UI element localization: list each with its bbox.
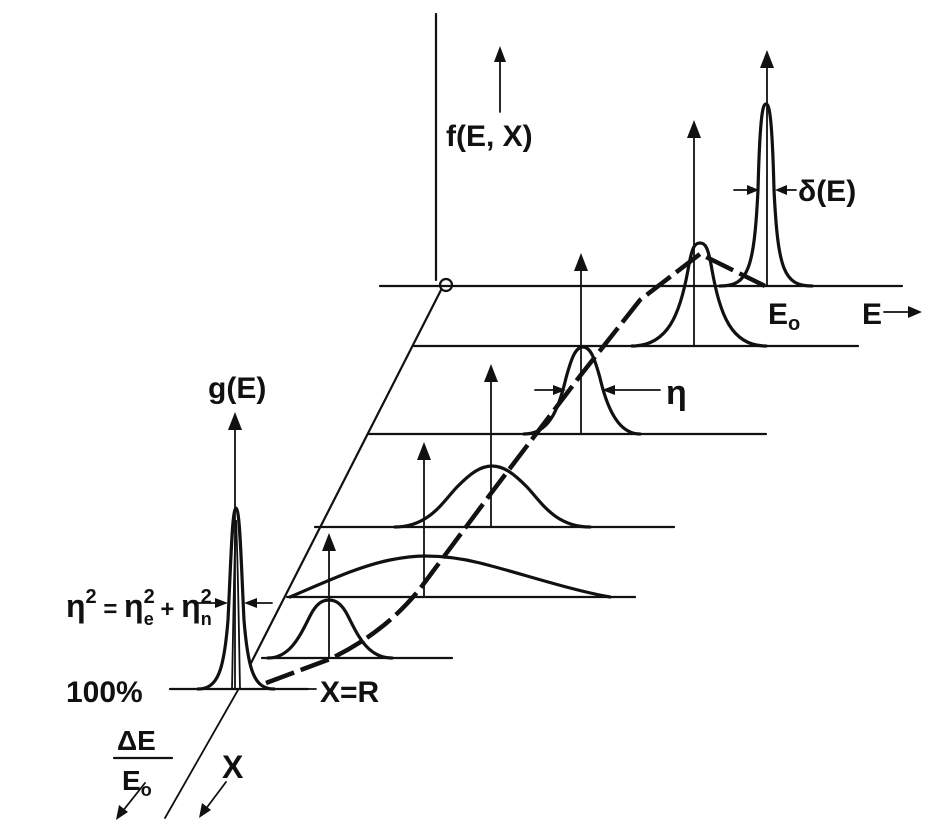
eta-formula-t1-sub: e [144,609,154,629]
e-axis-arrowhead [908,306,922,318]
delta-width-right-arrowhead [775,185,787,195]
width-markers [197,185,797,690]
eta-formula-t2: η [181,588,201,624]
distribution-x3 [393,464,592,529]
eta2-width-left-arrowhead [215,598,228,608]
distribution-x5 [266,598,394,660]
arrowhead-x3 [484,364,498,382]
e0-label-sub: o [788,313,800,335]
ratio-denominator-main: E [122,765,141,796]
e-axis-label: E [862,298,882,331]
distribution-x0 [718,102,814,288]
distribution-g [196,506,276,691]
distributions [196,102,814,691]
arrowhead-g [228,412,242,430]
e0-label: Eo [768,298,800,335]
vertical-arrows [228,46,774,690]
mean-energy-curve [265,251,766,686]
delta-width-left-arrowhead [747,185,759,195]
ratio-axis-arrow-line [121,782,146,813]
baselines [168,284,904,691]
eta-formula-eq: = [97,596,124,623]
axes [116,12,454,820]
eta-width-right-arrowhead [602,385,615,395]
arrowhead-x0 [760,50,774,68]
x-axis-arrowhead [199,803,211,818]
distribution-x1 [630,241,768,348]
eta-formula-t2-exp: 2 [201,586,212,608]
ratio-denominator-sub: o [141,780,152,800]
percent-label: 100% [66,676,143,709]
eta-formula-lhs: η [66,588,86,624]
eta-width-left-arrowhead [553,385,566,395]
ratio-denominator: Eo [122,765,152,800]
x-equals-r-label: X=R [320,676,380,709]
eta-formula-plus: + [154,596,181,623]
eta2-width-right-arrowhead [244,598,257,608]
ratio-axis-arrowhead [116,805,128,820]
arrowhead-x4 [417,442,431,460]
eta-formula-t2-sub: n [201,609,212,629]
x-axis-arrow-line [204,781,227,811]
eta-formula-t1: η [124,588,144,624]
f-axis-label: f(E, X) [446,120,533,153]
f-axis-arrowhead [494,46,506,62]
g-axis-label: g(E) [208,372,266,405]
x-axis-line [248,288,443,667]
eta-formula-t1-exp: 2 [144,586,155,608]
arrowhead-x2 [574,253,588,271]
ratio-numerator: ΔE [117,725,156,756]
delta-label: δ(E) [798,175,856,208]
x-axis-lower-line [164,689,239,819]
distribution-g-inner [231,519,241,690]
eta-formula-lhs-exp: 2 [86,586,97,608]
distribution-x4 [288,554,612,599]
arrowhead-x1 [687,120,701,138]
x-axis-label: X [222,749,244,785]
distribution-x2 [522,345,642,436]
arrowhead-x5 [322,533,336,551]
eta-label: η [666,374,687,412]
e0-label-main: E [768,298,788,331]
